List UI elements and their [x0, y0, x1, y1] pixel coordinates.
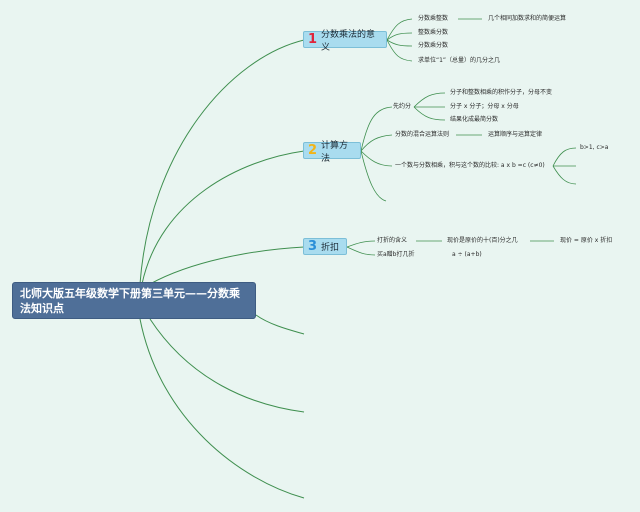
leaf-operation-order[interactable]: 运算顺序与运算定律	[488, 131, 543, 138]
topic-label-2: 计算方法	[321, 140, 349, 164]
leaf-comparison-case[interactable]: b>1, c>a	[580, 144, 609, 151]
branch-empty-3	[139, 318, 305, 499]
leaf-discount-formula[interactable]: 现价 = 原价 x 折扣	[560, 237, 613, 244]
root-node[interactable]: 北师大版五年级数学下册第三单元——分数乘法知识点	[12, 282, 256, 319]
topic-label-1: 分数乘法的意义	[321, 29, 376, 53]
leaf-buy-a-get-b-formula[interactable]: a ÷ (a+b)	[452, 251, 482, 258]
branch-topic-3	[149, 246, 305, 285]
leaf-discount-meaning-detail[interactable]: 现价是原价的十(百)分之几	[447, 237, 518, 244]
topic-node-2[interactable]: 2 计算方法	[303, 141, 361, 164]
leaf-mixed-operation-rule[interactable]: 分数的混合运算法则	[395, 131, 450, 138]
branch-topic-2	[141, 150, 305, 285]
branch-empty-1	[255, 314, 305, 335]
leaf-unit-one-fraction[interactable]: 求单位“1”（总量）的几分之几	[418, 57, 501, 64]
topic-number-3: 3	[308, 239, 318, 254]
leaf-fraction-times-integer[interactable]: 分数乘整数	[418, 15, 449, 22]
topic-label-3: 折扣	[321, 243, 340, 253]
leaf-rule-simplest-form[interactable]: 结果化成最简分数	[450, 116, 499, 123]
leaf-rule-numerator-integer[interactable]: 分子和整数相乘的积作分子，分母不变	[450, 89, 553, 96]
root-title: 北师大版五年级数学下册第三单元——分数乘法知识点	[20, 287, 240, 315]
leaf-rule-numerator-denominator[interactable]: 分子 x 分子；分母 x 分母	[450, 103, 519, 110]
leaf-buy-a-get-b[interactable]: 买a赠b打几折	[377, 251, 415, 258]
leaf-fraction-times-integer-detail[interactable]: 几个相同加数求和的简便运算	[488, 15, 567, 22]
leaf-integer-times-fraction[interactable]: 整数乘分数	[418, 29, 449, 36]
topic-number-1: 1	[308, 32, 318, 47]
topic-number-2: 2	[308, 143, 318, 158]
leaf-discount-meaning[interactable]: 打折的含义	[377, 237, 408, 244]
leaf-reduce-first[interactable]: 先约分	[393, 103, 412, 110]
leaf-product-comparison[interactable]: 一个数与分数相乘，积与这个数的比较: a x b =c (c≠0)	[395, 162, 545, 169]
leaf-fraction-times-fraction[interactable]: 分数乘分数	[418, 42, 449, 49]
branch-empty-2	[149, 318, 305, 413]
branch-topic-1	[139, 39, 305, 285]
topic-node-1[interactable]: 1 分数乘法的意义	[303, 30, 387, 53]
topic-node-3[interactable]: 3 折扣	[303, 238, 347, 255]
